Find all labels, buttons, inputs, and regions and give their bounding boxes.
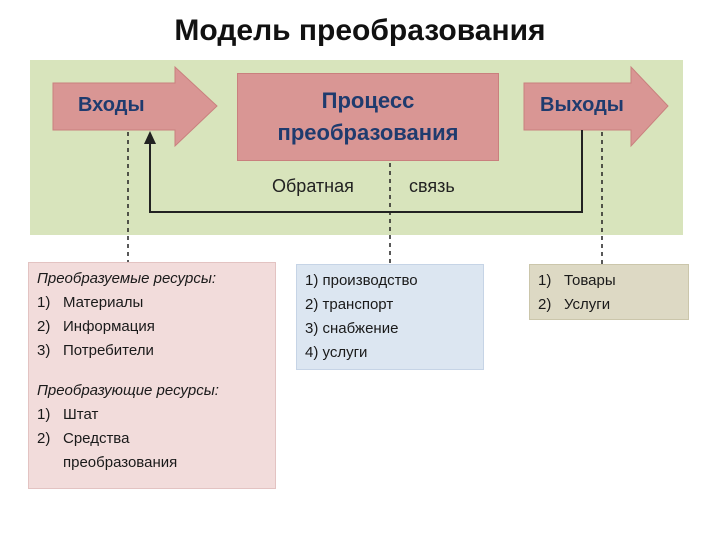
transformed-resources-header: Преобразуемые ресурсы: bbox=[37, 270, 217, 287]
transforming-resources-header: Преобразующие ресурсы: bbox=[37, 382, 219, 399]
process-box: Процесс преобразования bbox=[237, 73, 499, 161]
list-item: 1) Материалы bbox=[37, 294, 144, 311]
feedback-label-left: Обратная bbox=[272, 176, 354, 196]
list-item: 3) снабжение bbox=[305, 320, 399, 337]
list-item: 4) услуги bbox=[305, 344, 368, 361]
list-item: 1) производство bbox=[305, 272, 418, 289]
outputs-box: 1) Товары 2) Услуги bbox=[529, 264, 689, 320]
feedback-arrowhead bbox=[144, 131, 156, 144]
list-item: 2) Услуги bbox=[538, 296, 611, 313]
outputs-arrow bbox=[523, 65, 669, 148]
inputs-arrow bbox=[52, 65, 218, 148]
list-item: 2) транспорт bbox=[305, 296, 394, 313]
diagram-title: Модель преобразования bbox=[174, 14, 546, 47]
list-item: 3) Потребители bbox=[37, 342, 154, 359]
inputs-resources-box: Преобразуемые ресурсы: 1) Материалы 2) И… bbox=[28, 262, 276, 489]
process-label: Процесс преобразования bbox=[277, 88, 459, 145]
list-item: 2) Средства преобразования bbox=[37, 430, 178, 471]
list-item: 2) Информация bbox=[37, 318, 155, 335]
feedback-label-right: связь bbox=[409, 176, 455, 196]
feedback-line bbox=[149, 130, 583, 213]
list-item: 1) Товары bbox=[538, 272, 616, 289]
outputs-label: Выходы bbox=[540, 94, 624, 116]
process-types-box: 1) производство 2) транспорт 3) снабжени… bbox=[296, 264, 484, 370]
list-item: 1) Штат bbox=[37, 406, 99, 423]
inputs-label: Входы bbox=[78, 94, 145, 116]
